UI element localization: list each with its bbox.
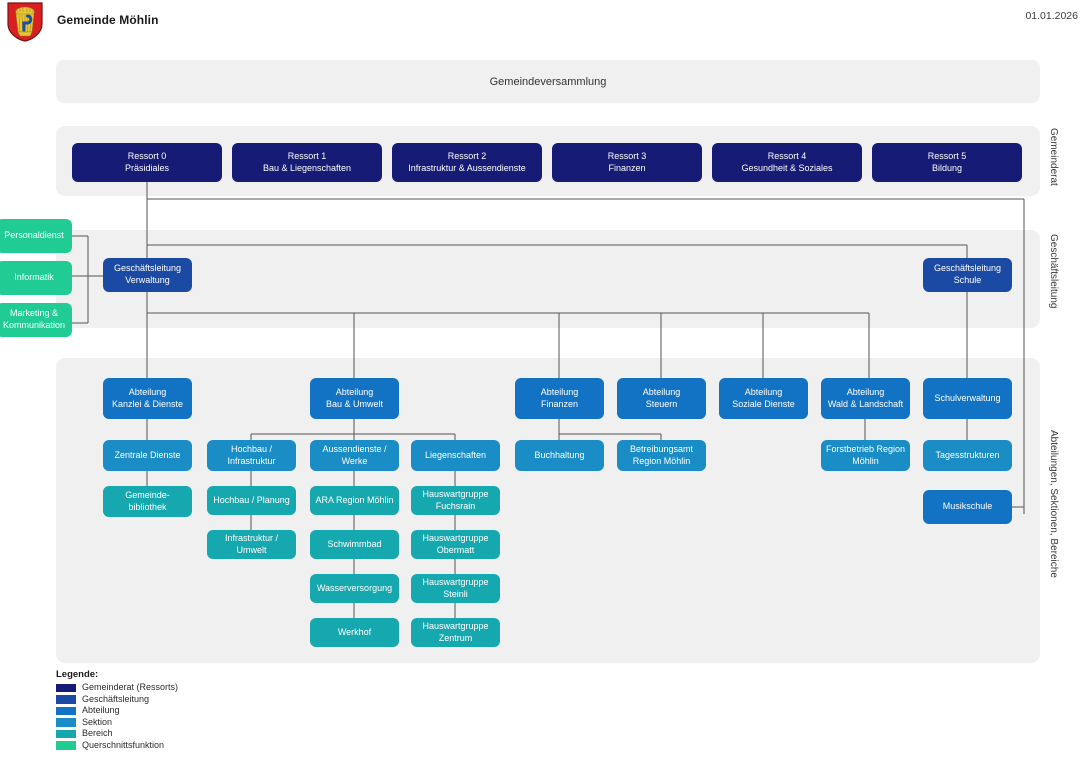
coat-of-arms-icon [7,2,43,42]
sektion-zentrale-dienste[interactable]: Zentrale Dienste [103,440,192,471]
legend-item: Bereich [56,728,178,740]
abteilung-wald-landschaft[interactable]: Abteilung Wald & Landschaft [821,378,910,419]
bereich-infrastruktur-umwelt[interactable]: Infrastruktur / Umwelt [207,530,296,559]
sektion-tagesstrukturen[interactable]: Tagesstrukturen [923,440,1012,471]
legend-item: Gemeinderat (Ressorts) [56,682,178,694]
band-label-geschaeftsleitung: Geschäftsleitung [1048,234,1059,309]
querschnittsfunktion-marketing-kommunikation[interactable]: Marketing & Kommunikation [0,303,72,337]
geschaeftsleitung-verwaltung[interactable]: Geschäftsleitung Verwaltung [103,258,192,292]
sektion-buchhaltung[interactable]: Buchhaltung [515,440,604,471]
legend-item-label: Abteilung [82,705,120,715]
legend-item: Geschäftsleitung [56,694,178,706]
legend: Legende: Gemeinderat (Ressorts)Geschäfts… [56,669,178,751]
abteilung-finanzen[interactable]: Abteilung Finanzen [515,378,604,419]
legend-item-label: Geschäftsleitung [82,693,150,704]
sektion-aussendienste-werke[interactable]: Aussendienste / Werke [310,440,399,471]
bereich-hauswartgruppe-obermatt[interactable]: Hauswartgruppe Obermatt [411,530,500,559]
sektion-hochbau-infrastruktur[interactable]: Hochbau / Infrastruktur [207,440,296,471]
bereich-hochbau-planung[interactable]: Hochbau / Planung [207,486,296,515]
sektion-liegenschaften[interactable]: Liegenschaften [411,440,500,471]
abteilung-musikschule[interactable]: Musikschule [923,490,1012,524]
bereich-werkhof[interactable]: Werkhof [310,618,399,647]
legend-swatch-icon [56,695,76,704]
legend-title: Legende: [56,669,99,680]
bereich-hauswartgruppe-fuchsrain[interactable]: Hauswartgruppe Fuchsrain [411,486,500,515]
geschaeftsleitung-schule[interactable]: Geschäftsleitung Schule [923,258,1012,292]
legend-swatch-icon [56,741,76,750]
bereich-schwimmbad[interactable]: Schwimmbad [310,530,399,559]
querschnittsfunktion-personaldienst[interactable]: Personaldienst [0,219,72,253]
abteilung-schulverwaltung[interactable]: Schulverwaltung [923,378,1012,419]
page-title: Gemeinde Möhlin [57,13,159,27]
legend-swatch-icon [56,683,76,692]
band-geschaeftsleitung [56,230,1040,328]
bereich-hauswartgruppe-steinli[interactable]: Hauswartgruppe Steinli [411,574,500,603]
bereich-wasserversorgung[interactable]: Wasserversorgung [310,574,399,603]
legend-item: Abteilung [56,705,178,717]
bereich-gemeindebibliothek[interactable]: Gemeinde- bibliothek [103,486,192,517]
band-label-abteilungen: Abteilungen, Sektionen, Bereiche [1048,430,1059,578]
abteilung-kanzlei-dienste[interactable]: Abteilung Kanzlei & Dienste [103,378,192,419]
band-label-gemeinderat: Gemeinderat [1048,128,1059,186]
gemeindeversammlung-box: Gemeindeversammlung [56,60,1040,103]
abteilung-steuern[interactable]: Abteilung Steuern [617,378,706,419]
legend-item-label: Gemeinderat (Ressorts) [82,682,179,692]
abteilung-bau-umwelt[interactable]: Abteilung Bau & Umwelt [310,378,399,419]
legend-item-label: Sektion [82,716,113,727]
legend-item: Sektion [56,717,178,729]
sektion-forstbetrieb-region-moehlin[interactable]: Forstbetrieb Region Möhlin [821,440,910,471]
legend-item: Querschnittsfunktion [56,740,178,752]
legend-swatch-icon [56,706,76,715]
legend-item-label: Querschnittsfunktion [82,739,165,750]
legend-swatch-icon [56,718,76,727]
chart-date: 01.01.2026 [1025,10,1078,22]
legend-swatch-icon [56,729,76,738]
abteilung-soziale-dienste[interactable]: Abteilung Soziale Dienste [719,378,808,419]
sektion-betreibungsamt-region-moehlin[interactable]: Betreibungsamt Region Möhlin [617,440,706,471]
legend-item-label: Bereich [82,728,113,738]
bereich-ara-region-moehlin[interactable]: ARA Region Möhlin [310,486,399,515]
bereich-hauswartgruppe-zentrum[interactable]: Hauswartgruppe Zentrum [411,618,500,647]
querschnittsfunktion-informatik[interactable]: Informatik [0,261,72,295]
